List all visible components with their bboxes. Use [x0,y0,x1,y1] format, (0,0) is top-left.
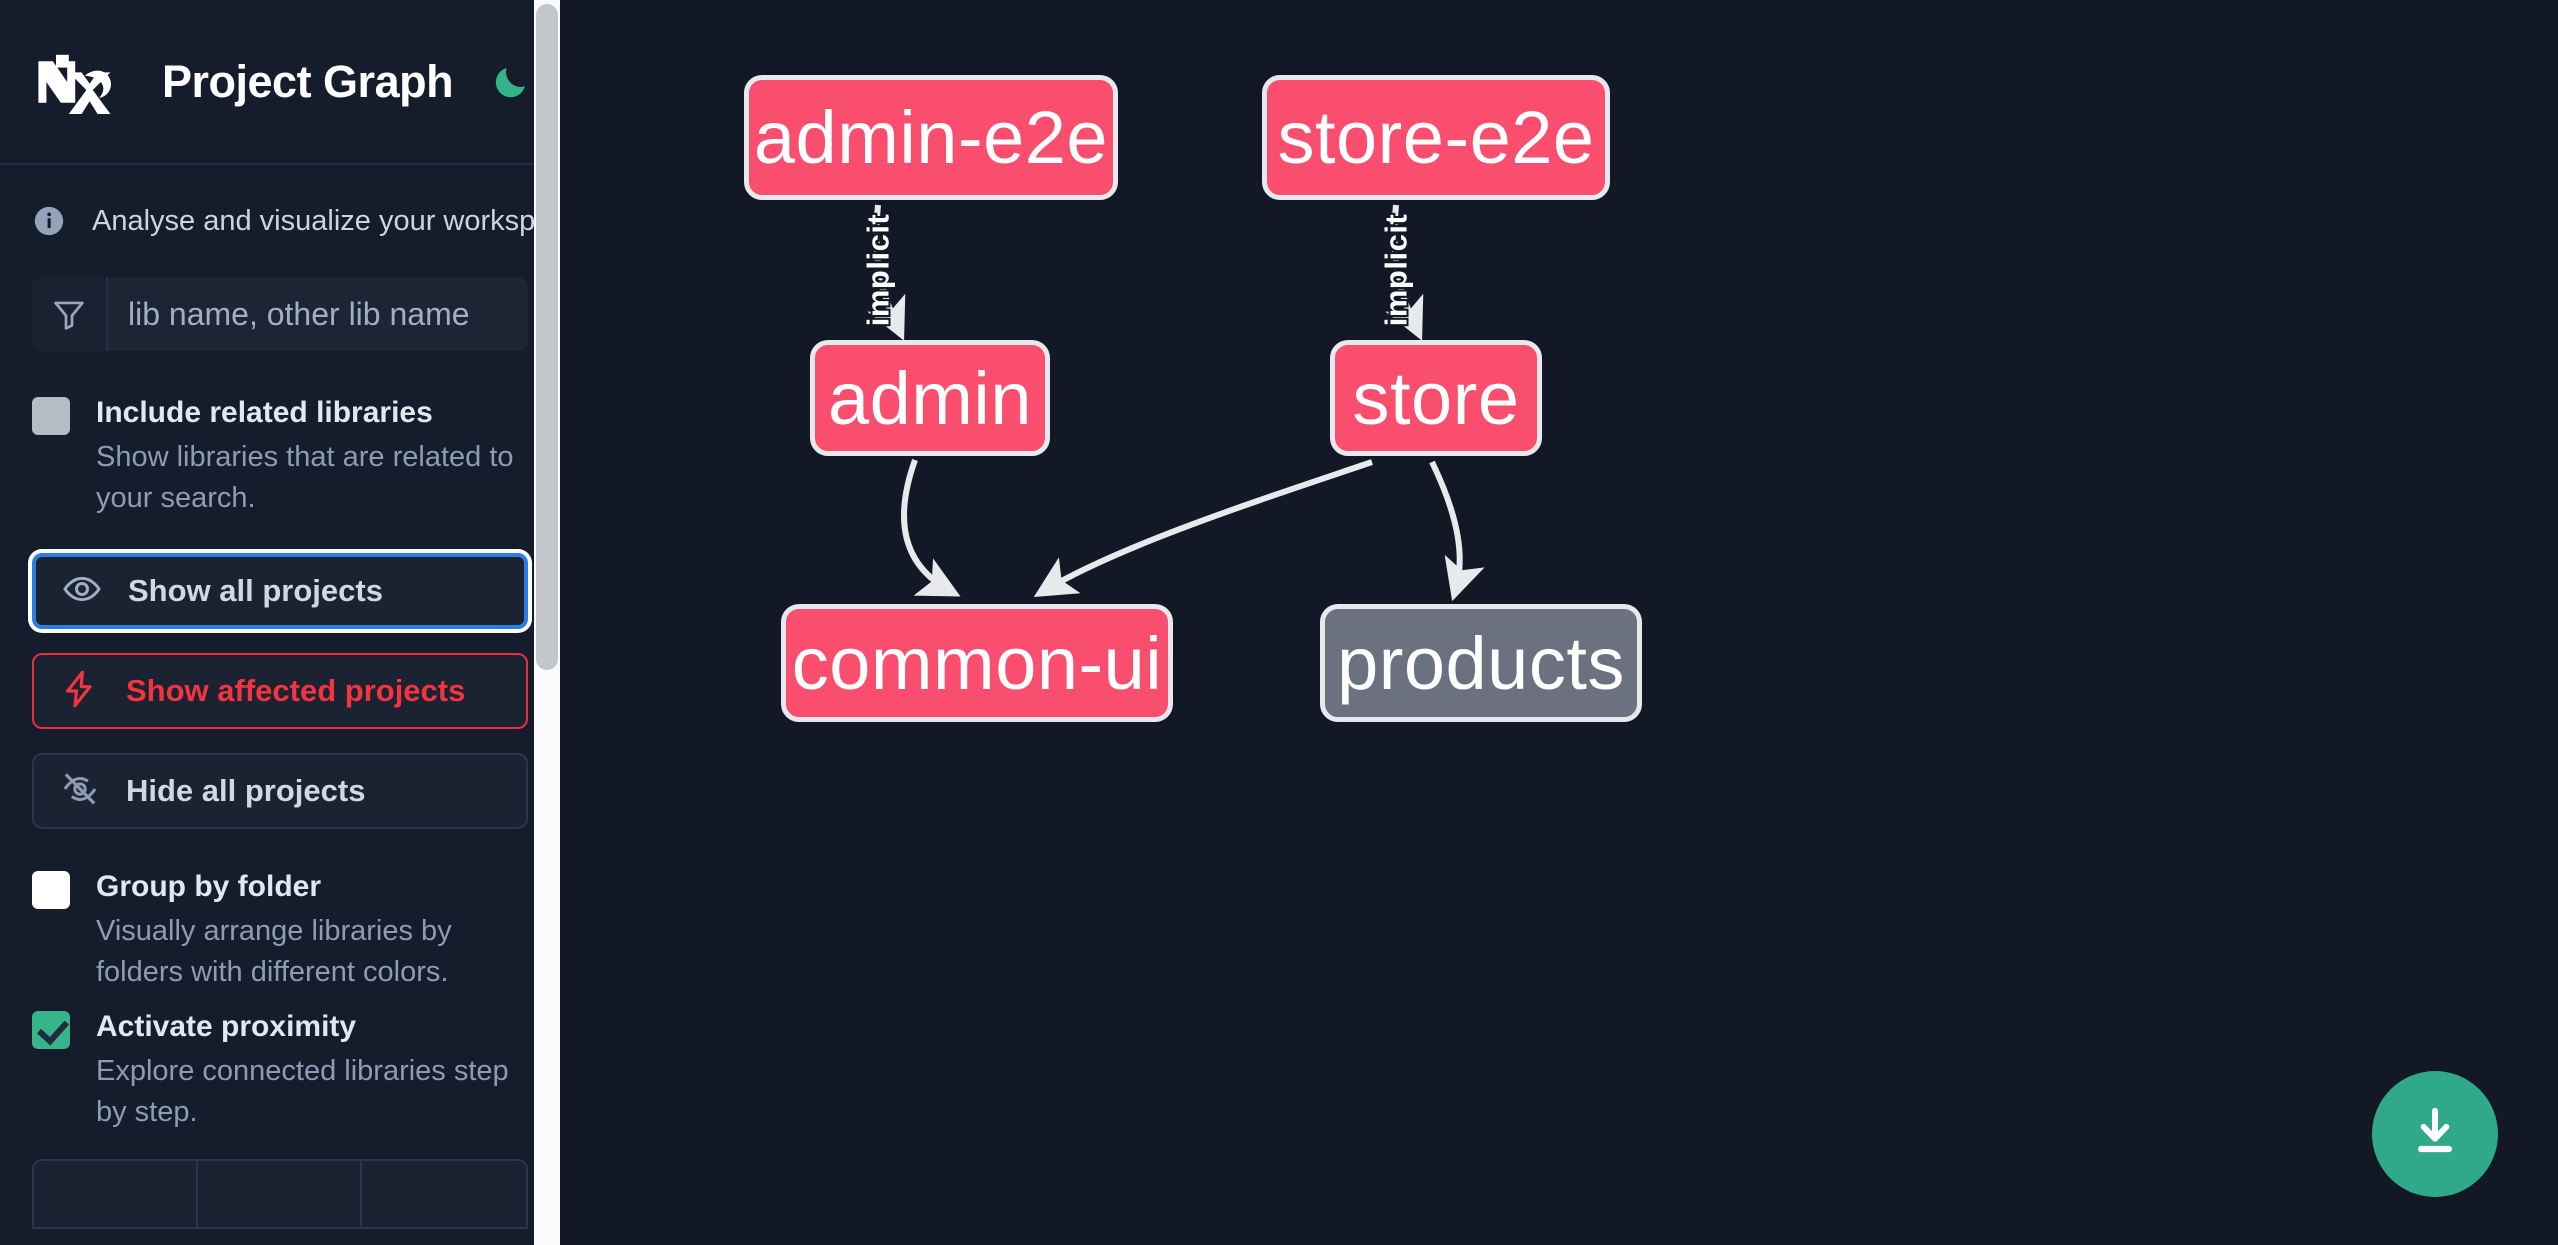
nx-logo-icon [32,34,128,130]
graph-node-label: store-e2e [1277,96,1595,179]
group-by-folder-label: Group by folder [96,870,321,903]
activate-proximity-label: Activate proximity [96,1010,357,1043]
graph-node-admin[interactable]: admin [810,340,1050,456]
include-related-libraries-checkbox[interactable] [32,397,70,435]
sidebar-body: Analyse and visualize your workspace. In… [0,165,560,1229]
graph-node-store-e2e[interactable]: store-e2e [1262,75,1610,200]
project-graph-canvas[interactable]: admin-e2e store-e2e admin store common-u… [560,0,2558,1245]
download-graph-button[interactable] [2372,1071,2498,1197]
filter-funnel-icon [32,277,108,351]
hide-all-projects-label: Hide all projects [126,773,366,808]
sidebar: Project Graph Analyse and visualize your… [0,0,560,1245]
proximity-segmented-control[interactable] [32,1159,528,1229]
sidebar-scrollbar-thumb[interactable] [536,4,558,670]
workspace-info: Analyse and visualize your workspace. [32,165,560,277]
activate-proximity-checkbox[interactable] [32,1011,70,1049]
page-title: Project Graph [162,55,454,107]
include-related-libraries-description: Show libraries that are related to your … [96,441,514,514]
group-by-folder-checkbox[interactable] [32,871,70,909]
graph-node-label: admin [827,356,1033,440]
graph-edges [867,204,1485,602]
graph-node-label: common-ui [791,621,1163,705]
graph-node-label: products [1337,621,1625,705]
show-all-projects-button[interactable]: Show all projects [32,553,528,629]
info-icon [32,204,66,238]
show-affected-projects-button[interactable]: Show affected projects [32,653,528,729]
graph-node-store[interactable]: store [1330,340,1542,456]
download-icon [2404,1102,2466,1167]
eye-off-icon [60,769,100,814]
proximity-segment-3[interactable] [362,1161,526,1227]
proximity-segment-1[interactable] [34,1161,198,1227]
sidebar-header: Project Graph [0,0,560,165]
graph-node-label: admin-e2e [753,96,1109,179]
moon-icon[interactable] [487,58,535,106]
include-related-libraries-label: Include related libraries [96,396,433,429]
option-group-by-folder[interactable]: Group by folder Visually arrange librari… [32,867,528,993]
group-by-folder-description: Visually arrange libraries by folders wi… [96,915,452,988]
option-include-related-libraries[interactable]: Include related libraries Show libraries… [32,393,528,519]
lightning-bolt-icon [60,669,100,714]
graph-node-common-ui[interactable]: common-ui [781,604,1173,722]
visibility-buttons: Show all projects Show affected projects [32,553,528,829]
workspace-info-text: Analyse and visualize your workspace. [92,204,560,237]
hide-all-projects-button[interactable]: Hide all projects [32,753,528,829]
eye-icon [62,569,102,614]
search-box[interactable] [32,277,528,351]
sidebar-scrollbar-track[interactable] [534,0,560,1245]
proximity-segment-2[interactable] [198,1161,362,1227]
graph-node-products[interactable]: products [1320,604,1642,722]
activate-proximity-description: Explore connected libraries step by step… [96,1055,509,1128]
show-all-projects-label: Show all projects [128,573,383,608]
graph-node-label: store [1352,356,1520,440]
search-input[interactable] [108,277,528,351]
show-affected-projects-label: Show affected projects [126,673,466,708]
option-activate-proximity[interactable]: Activate proximity Explore connected lib… [32,1007,528,1133]
graph-node-admin-e2e[interactable]: admin-e2e [744,75,1118,200]
